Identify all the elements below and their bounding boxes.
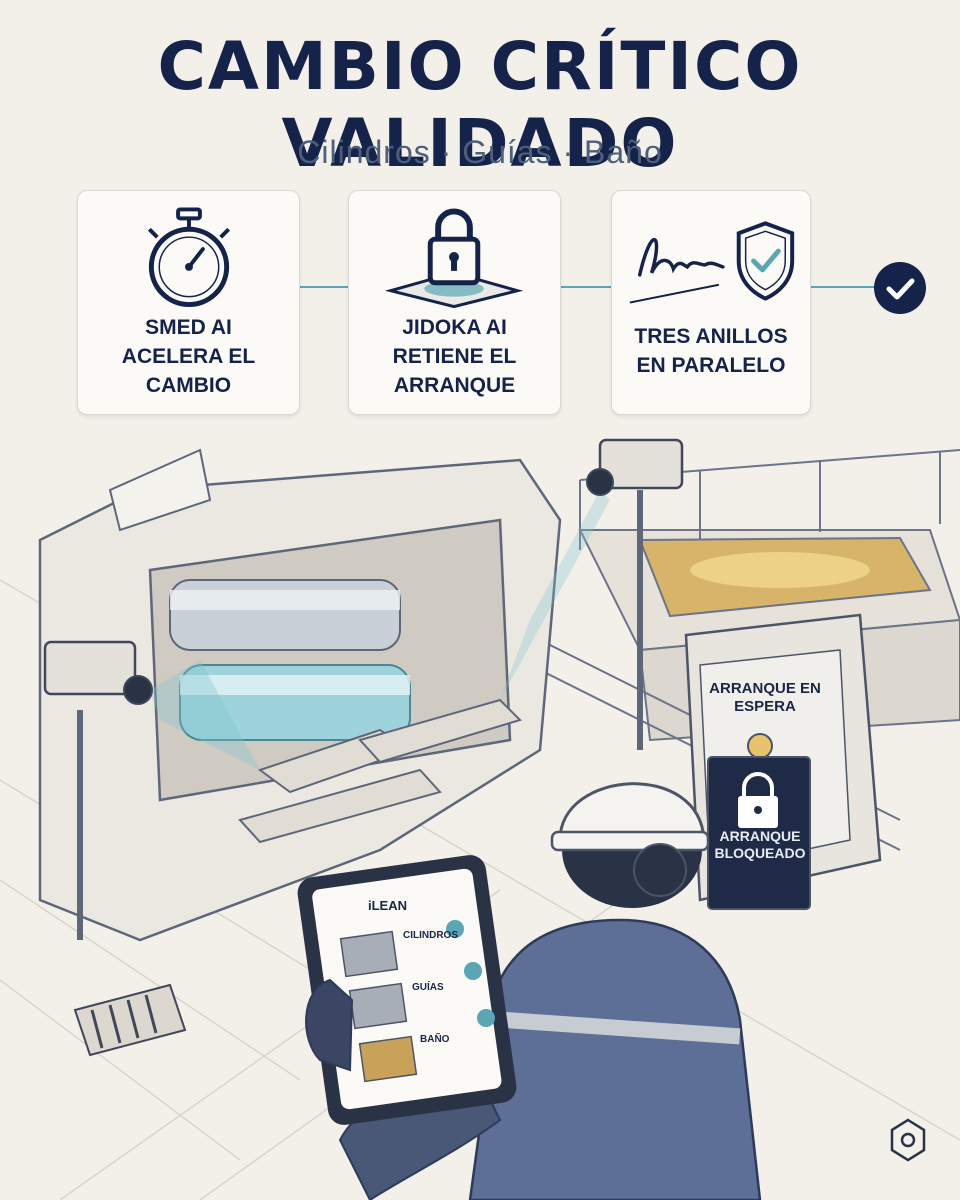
startup-status-label: ARRANQUE EN ESPERA [709, 680, 821, 715]
stopwatch-icon [147, 207, 231, 308]
step-label: SMED AI ACELERA EL CAMBIO [121, 316, 256, 397]
brand-logo-icon [890, 1118, 926, 1162]
connector-line [811, 286, 875, 288]
page-title: CAMBIO CRÍTICO VALIDADO [157, 28, 803, 182]
final-check-badge [874, 262, 926, 314]
drain-grate [73, 983, 187, 1057]
camera-right [586, 438, 684, 750]
tablet-device [297, 855, 517, 1125]
connector-line [300, 286, 348, 288]
worker [338, 782, 762, 1200]
tablet-item-label: BAÑO [420, 1034, 450, 1045]
tablet-item-label: CILINDROS [403, 930, 458, 941]
rolling-mill-machine [38, 448, 610, 942]
camera-left [43, 640, 153, 940]
tablet-check-icon [446, 920, 495, 1027]
padlock-icon [384, 208, 524, 309]
production-line-illustration [0, 438, 960, 1200]
check-icon [886, 278, 915, 300]
connector-line [561, 286, 611, 288]
tablet-item-label: GUÍAS [412, 982, 444, 993]
step-label: JIDOKA AI RETIENE EL ARRANQUE [392, 316, 517, 397]
step-card-smed: SMED AI ACELERA EL CAMBIO [77, 190, 300, 415]
tablet-app-title: iLEAN [368, 898, 407, 913]
signature-shield-icon [629, 221, 795, 304]
step-card-rings: TRES ANILLOS EN PARALELO [611, 190, 811, 415]
step-card-jidoka: JIDOKA AI RETIENE EL ARRANQUE [348, 190, 561, 415]
page-subtitle: Cilindros · Guías · Baño [297, 134, 663, 170]
startup-lock-label: ARRANQUE BLOQUEADO [714, 828, 806, 861]
control-panel [684, 613, 882, 910]
step-label: TRES ANILLOS EN PARALELO [634, 325, 788, 377]
